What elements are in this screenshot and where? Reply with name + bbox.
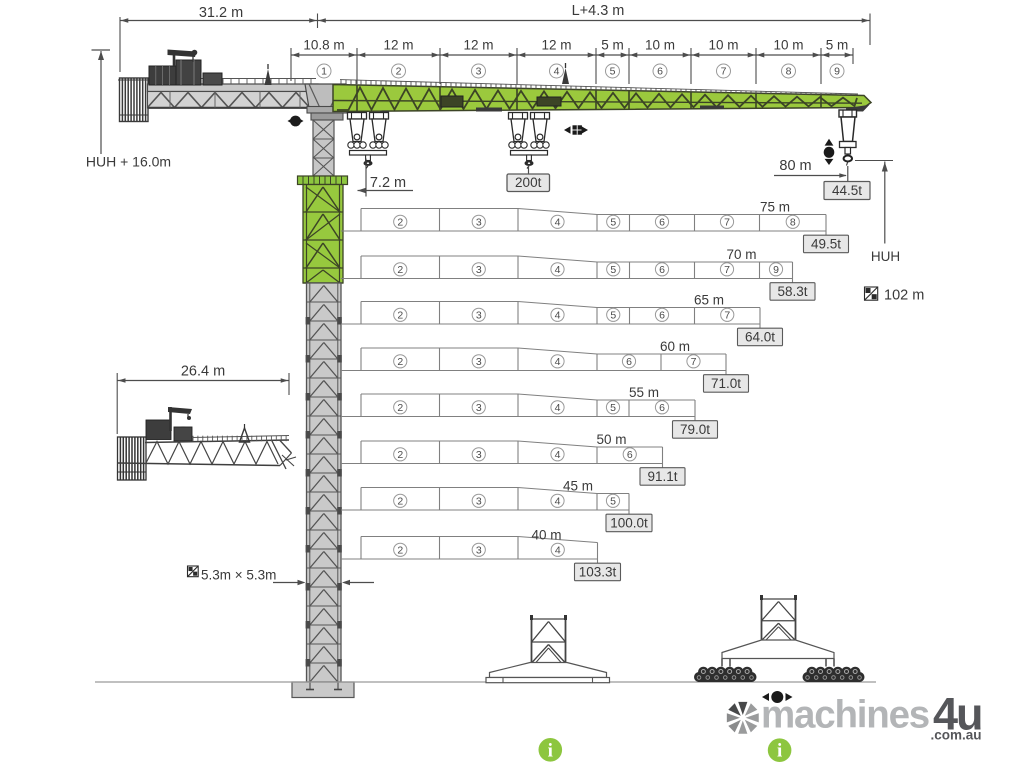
svg-text:2: 2 [397,216,403,228]
svg-text:12 m: 12 m [383,38,413,53]
svg-text:5: 5 [610,309,616,321]
svg-text:2: 2 [397,449,403,461]
svg-text:7.2 m: 7.2 m [370,175,406,191]
svg-text:4: 4 [555,309,561,321]
svg-text:2: 2 [397,495,403,507]
svg-text:HUH + 16.0m: HUH + 16.0m [86,154,171,170]
svg-text:91.1t: 91.1t [647,469,677,484]
svg-text:6: 6 [626,356,632,368]
svg-text:2: 2 [397,264,403,276]
svg-text:40 m: 40 m [531,528,561,543]
svg-text:55 m: 55 m [629,385,659,400]
svg-text:4u: 4u [933,689,982,740]
svg-text:1: 1 [321,66,327,78]
svg-text:8: 8 [790,216,796,228]
svg-text:i: i [777,741,782,762]
svg-text:2: 2 [397,356,403,368]
svg-text:i: i [548,740,553,761]
svg-text:3: 3 [476,309,482,321]
svg-text:2: 2 [397,402,403,414]
svg-text:HUH: HUH [871,249,900,264]
svg-text:4: 4 [554,66,560,78]
svg-text:10 m: 10 m [708,38,738,53]
svg-text:60 m: 60 m [660,339,690,354]
svg-text:L+4.3 m: L+4.3 m [572,3,625,19]
svg-text:6: 6 [657,66,663,78]
svg-text:10 m: 10 m [645,38,675,53]
svg-text:3: 3 [476,544,482,556]
svg-text:5: 5 [610,264,616,276]
svg-text:7: 7 [691,356,697,368]
svg-text:70 m: 70 m [726,247,756,262]
svg-text:49.5t: 49.5t [811,236,841,251]
svg-text:79.0t: 79.0t [680,422,710,437]
svg-text:102 m: 102 m [884,288,924,304]
svg-text:3: 3 [476,402,482,414]
svg-text:6: 6 [659,309,665,321]
svg-text:machines: machines [761,694,929,737]
svg-text:4: 4 [555,402,561,414]
svg-text:5.3m × 5.3m: 5.3m × 5.3m [201,568,276,583]
svg-text:3: 3 [476,66,482,78]
svg-text:31.2 m: 31.2 m [199,5,243,21]
svg-text:64.0t: 64.0t [745,329,775,344]
svg-text:4: 4 [555,264,561,276]
svg-text:75 m: 75 m [760,200,790,215]
svg-text:200t: 200t [515,175,542,190]
svg-text:9: 9 [834,66,840,78]
svg-text:71.0t: 71.0t [711,376,741,391]
svg-text:5: 5 [610,402,616,414]
svg-text:103.3t: 103.3t [579,564,617,579]
svg-text:9: 9 [773,264,779,276]
svg-text:7: 7 [724,309,730,321]
svg-text:5: 5 [610,66,616,78]
svg-text:3: 3 [476,449,482,461]
svg-text:6: 6 [659,216,665,228]
svg-text:12 m: 12 m [463,38,493,53]
svg-text:5 m: 5 m [826,38,849,53]
svg-text:58.3t: 58.3t [777,284,807,299]
svg-text:2: 2 [397,544,403,556]
svg-text:3: 3 [476,356,482,368]
svg-text:2: 2 [396,66,402,78]
svg-text:6: 6 [627,449,633,461]
svg-text:6: 6 [659,264,665,276]
svg-text:5 m: 5 m [601,38,624,53]
svg-text:12 m: 12 m [541,38,571,53]
svg-text:50 m: 50 m [596,432,626,447]
svg-text:6: 6 [659,402,665,414]
svg-text:7: 7 [724,264,730,276]
svg-text:5: 5 [610,495,616,507]
svg-text:4: 4 [555,544,561,556]
svg-text:44.5t: 44.5t [832,183,862,198]
svg-text:4: 4 [555,356,561,368]
svg-text:5: 5 [610,216,616,228]
svg-text:3: 3 [476,216,482,228]
svg-text:4: 4 [555,495,561,507]
svg-text:80 m: 80 m [779,158,811,174]
svg-text:26.4 m: 26.4 m [181,364,225,380]
svg-text:.com.au: .com.au [930,728,981,743]
svg-text:7: 7 [724,216,730,228]
svg-text:65 m: 65 m [694,293,724,308]
svg-text:45 m: 45 m [563,479,593,494]
svg-text:100.0t: 100.0t [610,515,648,530]
svg-text:2: 2 [397,309,403,321]
svg-text:7: 7 [721,66,727,78]
svg-text:10 m: 10 m [773,38,803,53]
svg-text:3: 3 [476,264,482,276]
svg-text:10.8 m: 10.8 m [303,38,344,53]
svg-text:3: 3 [476,495,482,507]
svg-text:8: 8 [786,66,792,78]
svg-text:4: 4 [555,449,561,461]
svg-text:4: 4 [555,216,561,228]
